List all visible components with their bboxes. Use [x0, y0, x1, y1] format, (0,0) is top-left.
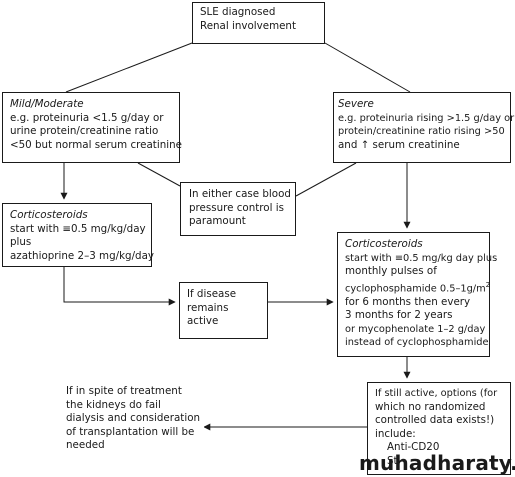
node-cr-line-3-text: cyclophosphamide 0.5–1g/m: [345, 283, 486, 295]
node-sle-diagnosed: SLE diagnosed Renal involvement: [192, 2, 325, 44]
node-active-line-3: active: [187, 315, 219, 328]
node-active-line-2: remains: [187, 301, 229, 314]
node-cr-line-4: for 6 months then every: [345, 295, 471, 308]
node-sa-line-5: Anti-CD20: [387, 441, 440, 454]
edge-mild-to-bp: [137, 162, 181, 187]
node-cr-line-7: instead of cyclophosphamide: [345, 337, 489, 349]
node-severe-line-3: and ↑ serum creatinine: [338, 138, 460, 151]
node-cl-line-3: azathioprine 2–3 mg/kg/day: [10, 249, 154, 262]
node-spite-line-3: dialysis and consideration: [66, 412, 201, 425]
node-cr-line-6: or mycophenolate 1–2 g/day: [345, 323, 486, 335]
node-spite-of-treatment: If in spite of treatment the kidneys do …: [62, 382, 204, 464]
edge-top-to-severe: [324, 42, 411, 93]
node-bp-line-2: pressure control is: [189, 201, 284, 214]
node-cr-line-3: cyclophosphamide 0.5–1g/m2: [345, 279, 490, 296]
node-severe-line-2: protein/creatinine ratio rising >50: [338, 126, 505, 138]
node-bp-line-1: In either case blood: [189, 188, 291, 200]
node-mild-line-3: <50 but normal serum creatinine: [10, 138, 182, 151]
edge-cortico-left-to-active: [63, 267, 176, 306]
node-sa-line-2: which no randomized: [375, 400, 486, 413]
node-spite-line-4: of transplantation will be: [66, 425, 195, 438]
node-mild-moderate: Mild/Moderate e.g. proteinuria <1.5 g/da…: [2, 92, 182, 163]
node-bp-line-3: paramount: [189, 215, 246, 228]
node-cl-line-2: plus: [10, 236, 32, 249]
node-if-disease-active: If disease remains active: [179, 282, 268, 339]
node-cl-heading: Corticosteroids: [10, 209, 88, 221]
edge-top-to-mild: [65, 42, 193, 93]
node-cr-heading: Corticosteroids: [345, 238, 423, 250]
node-sle-line-2: Renal involvement: [200, 19, 296, 32]
node-cr-line-5: 3 months for 2 years: [345, 309, 453, 322]
node-sa-line-6: St: [387, 454, 398, 467]
node-spite-line-5: needed: [66, 439, 105, 452]
node-sa-line-1: If still active, options (for: [375, 388, 498, 399]
node-corticosteroids-right: Corticosteroids start with ≡0.5 mg/kg da…: [337, 232, 498, 357]
node-severe-heading: Severe: [338, 98, 374, 110]
node-sa-line-3: controlled data exists!): [375, 414, 495, 427]
node-cr-line-3-sup: 2: [485, 280, 491, 289]
node-severe: Severe e.g. proteinuria rising >1.5 g/da…: [333, 92, 515, 163]
node-active-line-1: If disease: [187, 288, 237, 300]
node-mild-line-2: urine protein/creatinine ratio: [10, 125, 159, 138]
node-spite-line-2: the kidneys do fail: [66, 398, 161, 411]
node-cr-line-1: start with ≡0.5 mg/kg day plus: [345, 252, 498, 264]
node-bp-control: In either case blood pressure control is…: [180, 182, 296, 236]
node-corticosteroids-left: Corticosteroids start with ≡0.5 mg/kg/da…: [2, 203, 154, 267]
node-mild-line-1: e.g. proteinuria <1.5 g/day or: [10, 111, 164, 124]
node-cr-line-2: monthly pulses of: [345, 265, 437, 278]
node-sle-line-1: SLE diagnosed: [200, 6, 276, 18]
node-mild-heading: Mild/Moderate: [10, 98, 84, 110]
node-still-active: If still active, options (for which no r…: [367, 382, 511, 475]
edge-severe-to-bp: [295, 162, 357, 197]
watermark-logo: muhadharaty.com: [359, 451, 515, 475]
node-severe-line-1: e.g. proteinuria rising >1.5 g/day or: [338, 112, 515, 124]
node-cl-line-1: start with ≡0.5 mg/kg/day: [10, 222, 146, 235]
node-sa-line-4: include:: [375, 427, 416, 440]
node-spite-line-1: If in spite of treatment: [66, 385, 182, 397]
